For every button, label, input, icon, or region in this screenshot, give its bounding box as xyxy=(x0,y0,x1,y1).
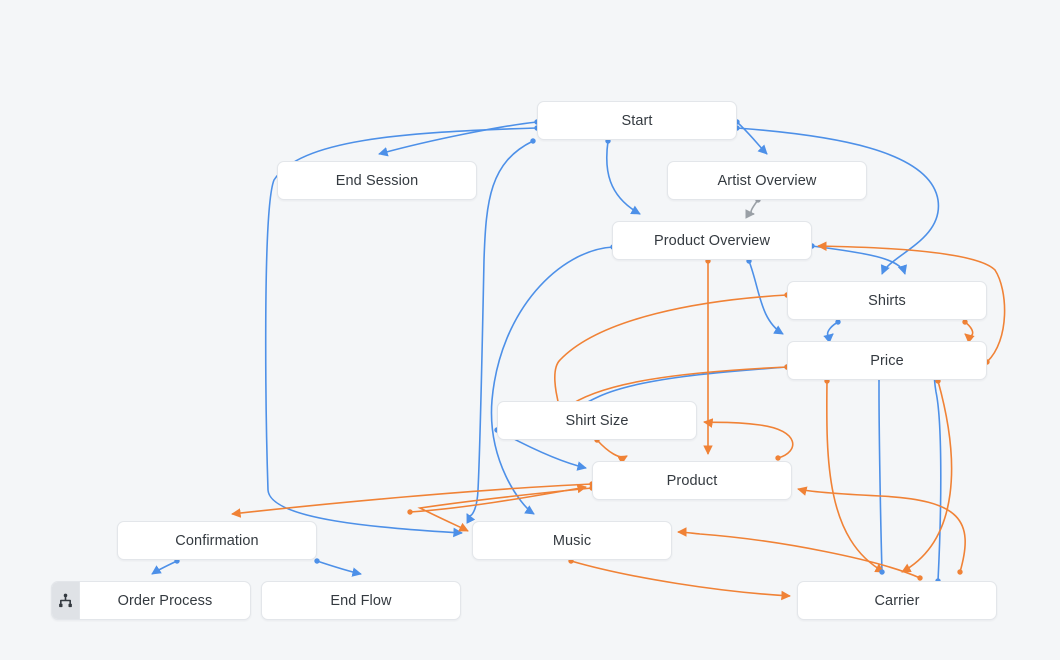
edge-source-dot xyxy=(407,509,413,515)
hierarchy-icon xyxy=(52,582,80,619)
node-label: Order Process xyxy=(117,592,213,609)
node-label: Product xyxy=(666,472,718,489)
edge-source-dot xyxy=(957,569,963,575)
node-product_overview[interactable]: Product Overview xyxy=(612,221,812,260)
edge-source-dot xyxy=(917,575,923,581)
node-label: Start xyxy=(621,112,653,129)
node-label: End Flow xyxy=(330,592,392,609)
edge-source-dot xyxy=(530,138,536,144)
gray-edges xyxy=(745,199,759,219)
edge-source-dot xyxy=(314,558,320,564)
node-label: Shirt Size xyxy=(565,412,629,429)
node-label: Shirts xyxy=(868,292,906,309)
node-label: Price xyxy=(870,352,904,369)
node-shirt_size[interactable]: Shirt Size xyxy=(497,401,697,440)
edge-source-dot xyxy=(962,319,968,325)
edge-source-dot xyxy=(879,569,885,575)
node-end_flow[interactable]: End Flow xyxy=(261,581,461,620)
edge-source-dot xyxy=(835,319,841,325)
node-price[interactable]: Price xyxy=(787,341,987,380)
node-start[interactable]: Start xyxy=(537,101,737,140)
node-label: Artist Overview xyxy=(717,172,817,189)
node-end_session[interactable]: End Session xyxy=(277,161,477,200)
node-label: Confirmation xyxy=(175,532,259,549)
node-music[interactable]: Music xyxy=(472,521,672,560)
node-label: Music xyxy=(552,532,592,549)
node-carrier[interactable]: Carrier xyxy=(797,581,997,620)
node-product[interactable]: Product xyxy=(592,461,792,500)
node-order_process[interactable]: Order Process xyxy=(51,581,251,620)
node-label: Product Overview xyxy=(653,232,771,249)
node-shirts[interactable]: Shirts xyxy=(787,281,987,320)
edge-source-dot xyxy=(775,455,781,461)
node-label: End Session xyxy=(335,172,419,189)
node-label: Carrier xyxy=(874,592,920,609)
node-confirmation[interactable]: Confirmation xyxy=(117,521,317,560)
node-artist_overview[interactable]: Artist Overview xyxy=(667,161,867,200)
